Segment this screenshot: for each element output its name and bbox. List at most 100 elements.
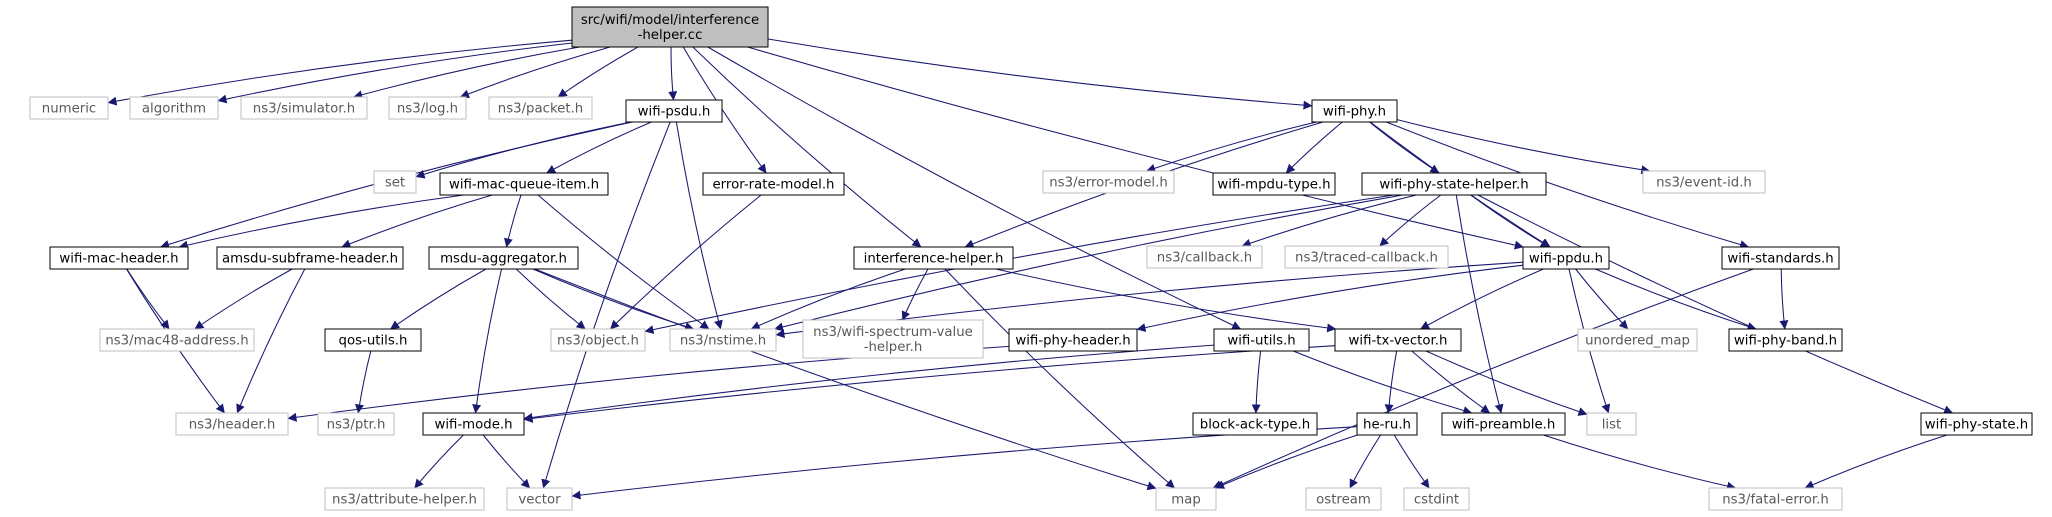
edge-wpsh-to-nstime — [774, 194, 1403, 332]
node-ash[interactable]: amsdu-subframe-header.h — [216, 246, 404, 270]
node-label: unordered_map — [1585, 334, 1690, 349]
node-wmqi[interactable]: wifi-mac-queue-item.h — [439, 172, 609, 196]
node-label: wifi-tx-vector.h — [1349, 334, 1448, 349]
node-box — [216, 246, 404, 270]
edge-wpsh-to-wifi-preamble — [1455, 194, 1504, 414]
node-wmh[interactable]: wifi-mac-header.h — [49, 246, 189, 270]
node-list: list — [1586, 412, 1637, 436]
node-object: ns3/object.h — [550, 328, 646, 352]
edge-wifi-phy-to-ns3-error-model — [1146, 121, 1317, 173]
node-box — [1708, 487, 1843, 511]
edge-root-to-numeric — [107, 39, 573, 106]
edge-root-to-simulator — [353, 46, 580, 100]
edge-msdu-agg-to-wifi-mode — [472, 268, 503, 414]
node-wtxv[interactable]: wifi-tx-vector.h — [1334, 328, 1462, 352]
edge-wifi-phy-to-event-id — [1396, 119, 1651, 175]
node-box — [1586, 412, 1637, 436]
edge-ash-to-header — [236, 268, 306, 414]
node-ih[interactable]: interference-helper.h — [853, 246, 1014, 270]
node-wifi-preamble[interactable]: wifi-preamble.h — [1441, 412, 1566, 436]
node-label: interference-helper.h — [864, 252, 1004, 267]
edge-msdu-agg-to-object — [515, 268, 586, 330]
node-box — [373, 170, 417, 194]
node-label: wifi-phy.h — [1323, 105, 1386, 120]
node-label: ns3/fatal-error.h — [1722, 493, 1829, 508]
edge-ih-to-wtxv — [995, 268, 1337, 333]
edge-wmqi-to-ash — [341, 194, 493, 249]
edge-wpsh-to-callback — [1241, 194, 1417, 248]
node-erm[interactable]: error-rate-model.h — [702, 172, 845, 196]
node-box — [550, 328, 646, 352]
node-nstime: ns3/nstime.h — [669, 328, 777, 352]
node-box — [669, 328, 777, 352]
node-label: src/wifi/model/interference — [581, 13, 759, 28]
node-label: ns3/header.h — [189, 418, 276, 433]
node-label: ns3/error-model.h — [1049, 176, 1168, 191]
node-box — [1721, 246, 1840, 270]
node-wifi-phy-band[interactable]: wifi-phy-band.h — [1728, 328, 1843, 352]
node-label: qos-utils.h — [339, 334, 408, 349]
node-wpsh[interactable]: wifi-phy-state-helper.h — [1361, 172, 1547, 196]
node-box — [422, 412, 525, 436]
node-label: map — [1171, 493, 1201, 508]
node-label: wifi-preamble.h — [1452, 418, 1556, 433]
node-box — [29, 96, 109, 120]
node-label: ns3/ptr.h — [327, 418, 386, 433]
node-box — [175, 412, 289, 436]
node-label: wifi-phy-state-helper.h — [1379, 178, 1528, 193]
node-label: ns3/mac48-address.h — [105, 334, 248, 349]
node-ns3-error-model: ns3/error-model.h — [1042, 170, 1175, 194]
node-box — [1356, 412, 1418, 436]
edge-root-to-wifi-psdu — [668, 46, 678, 101]
node-he-ru[interactable]: he-ru.h — [1356, 412, 1418, 436]
node-label: msdu-aggregator.h — [440, 252, 567, 267]
node-root[interactable]: src/wifi/model/interference-helper.cc — [571, 6, 769, 48]
node-wifi-standards[interactable]: wifi-standards.h — [1721, 246, 1840, 270]
node-box — [1522, 246, 1610, 270]
node-box — [802, 319, 984, 359]
node-label: wifi-mode.h — [434, 418, 512, 433]
node-ptr: ns3/ptr.h — [317, 412, 395, 436]
node-box — [240, 96, 368, 120]
edge-wmh-to-mac48 — [126, 268, 170, 330]
edge-wifi-preamble-to-fatal-error — [1543, 434, 1737, 491]
node-label: ostream — [1316, 493, 1371, 508]
node-label: wifi-mac-header.h — [59, 252, 178, 267]
node-label: block-ack-type.h — [1200, 418, 1310, 433]
node-wifi-phy-state[interactable]: wifi-phy-state.h — [1920, 412, 2033, 436]
node-wifi-phy[interactable]: wifi-phy.h — [1311, 99, 1398, 123]
node-box — [1642, 170, 1766, 194]
node-block-ack[interactable]: block-ack-type.h — [1192, 412, 1318, 436]
edge-wpsh-to-traced-callback — [1379, 194, 1442, 247]
node-simulator: ns3/simulator.h — [240, 96, 368, 120]
edge-wifi-ppdu-to-wphh — [1136, 264, 1524, 332]
node-callback: ns3/callback.h — [1146, 245, 1263, 269]
node-label: amsdu-subframe-header.h — [222, 252, 398, 267]
node-label: set — [385, 176, 405, 191]
node-box — [317, 412, 395, 436]
node-label: he-ru.h — [1363, 418, 1411, 433]
node-msdu-agg[interactable]: msdu-aggregator.h — [428, 246, 579, 270]
node-mac48: ns3/mac48-address.h — [99, 328, 255, 352]
edge-root-to-algorithm — [217, 42, 573, 104]
node-qos-utils[interactable]: qos-utils.h — [324, 328, 422, 352]
node-wifi-ppdu[interactable]: wifi-ppdu.h — [1522, 246, 1610, 270]
edge-root-to-erm — [682, 46, 767, 174]
edge-wtxv-to-list — [1425, 350, 1588, 416]
node-wifi-mode[interactable]: wifi-mode.h — [422, 412, 525, 436]
edge-root-to-wifi-ppdu — [747, 46, 1524, 250]
node-box — [1920, 412, 2033, 436]
node-wphh[interactable]: wifi-phy-header.h — [1008, 328, 1138, 352]
node-box — [1311, 99, 1398, 123]
node-set: set — [373, 170, 417, 194]
node-label: ns3/attribute-helper.h — [332, 493, 477, 508]
edge-wtxv-to-he-ru — [1384, 350, 1398, 414]
node-wifi-psdu[interactable]: wifi-psdu.h — [625, 99, 723, 123]
edge-wifi-psdu-to-vector — [541, 121, 671, 489]
node-box — [428, 246, 579, 270]
node-box — [1146, 245, 1263, 269]
node-wifi-utils[interactable]: wifi-utils.h — [1213, 328, 1310, 352]
node-fatal-error: ns3/fatal-error.h — [1708, 487, 1843, 511]
node-wifi-mpdu-type[interactable]: wifi-mpdu-type.h — [1212, 172, 1336, 196]
node-label: ns3/callback.h — [1157, 251, 1252, 266]
